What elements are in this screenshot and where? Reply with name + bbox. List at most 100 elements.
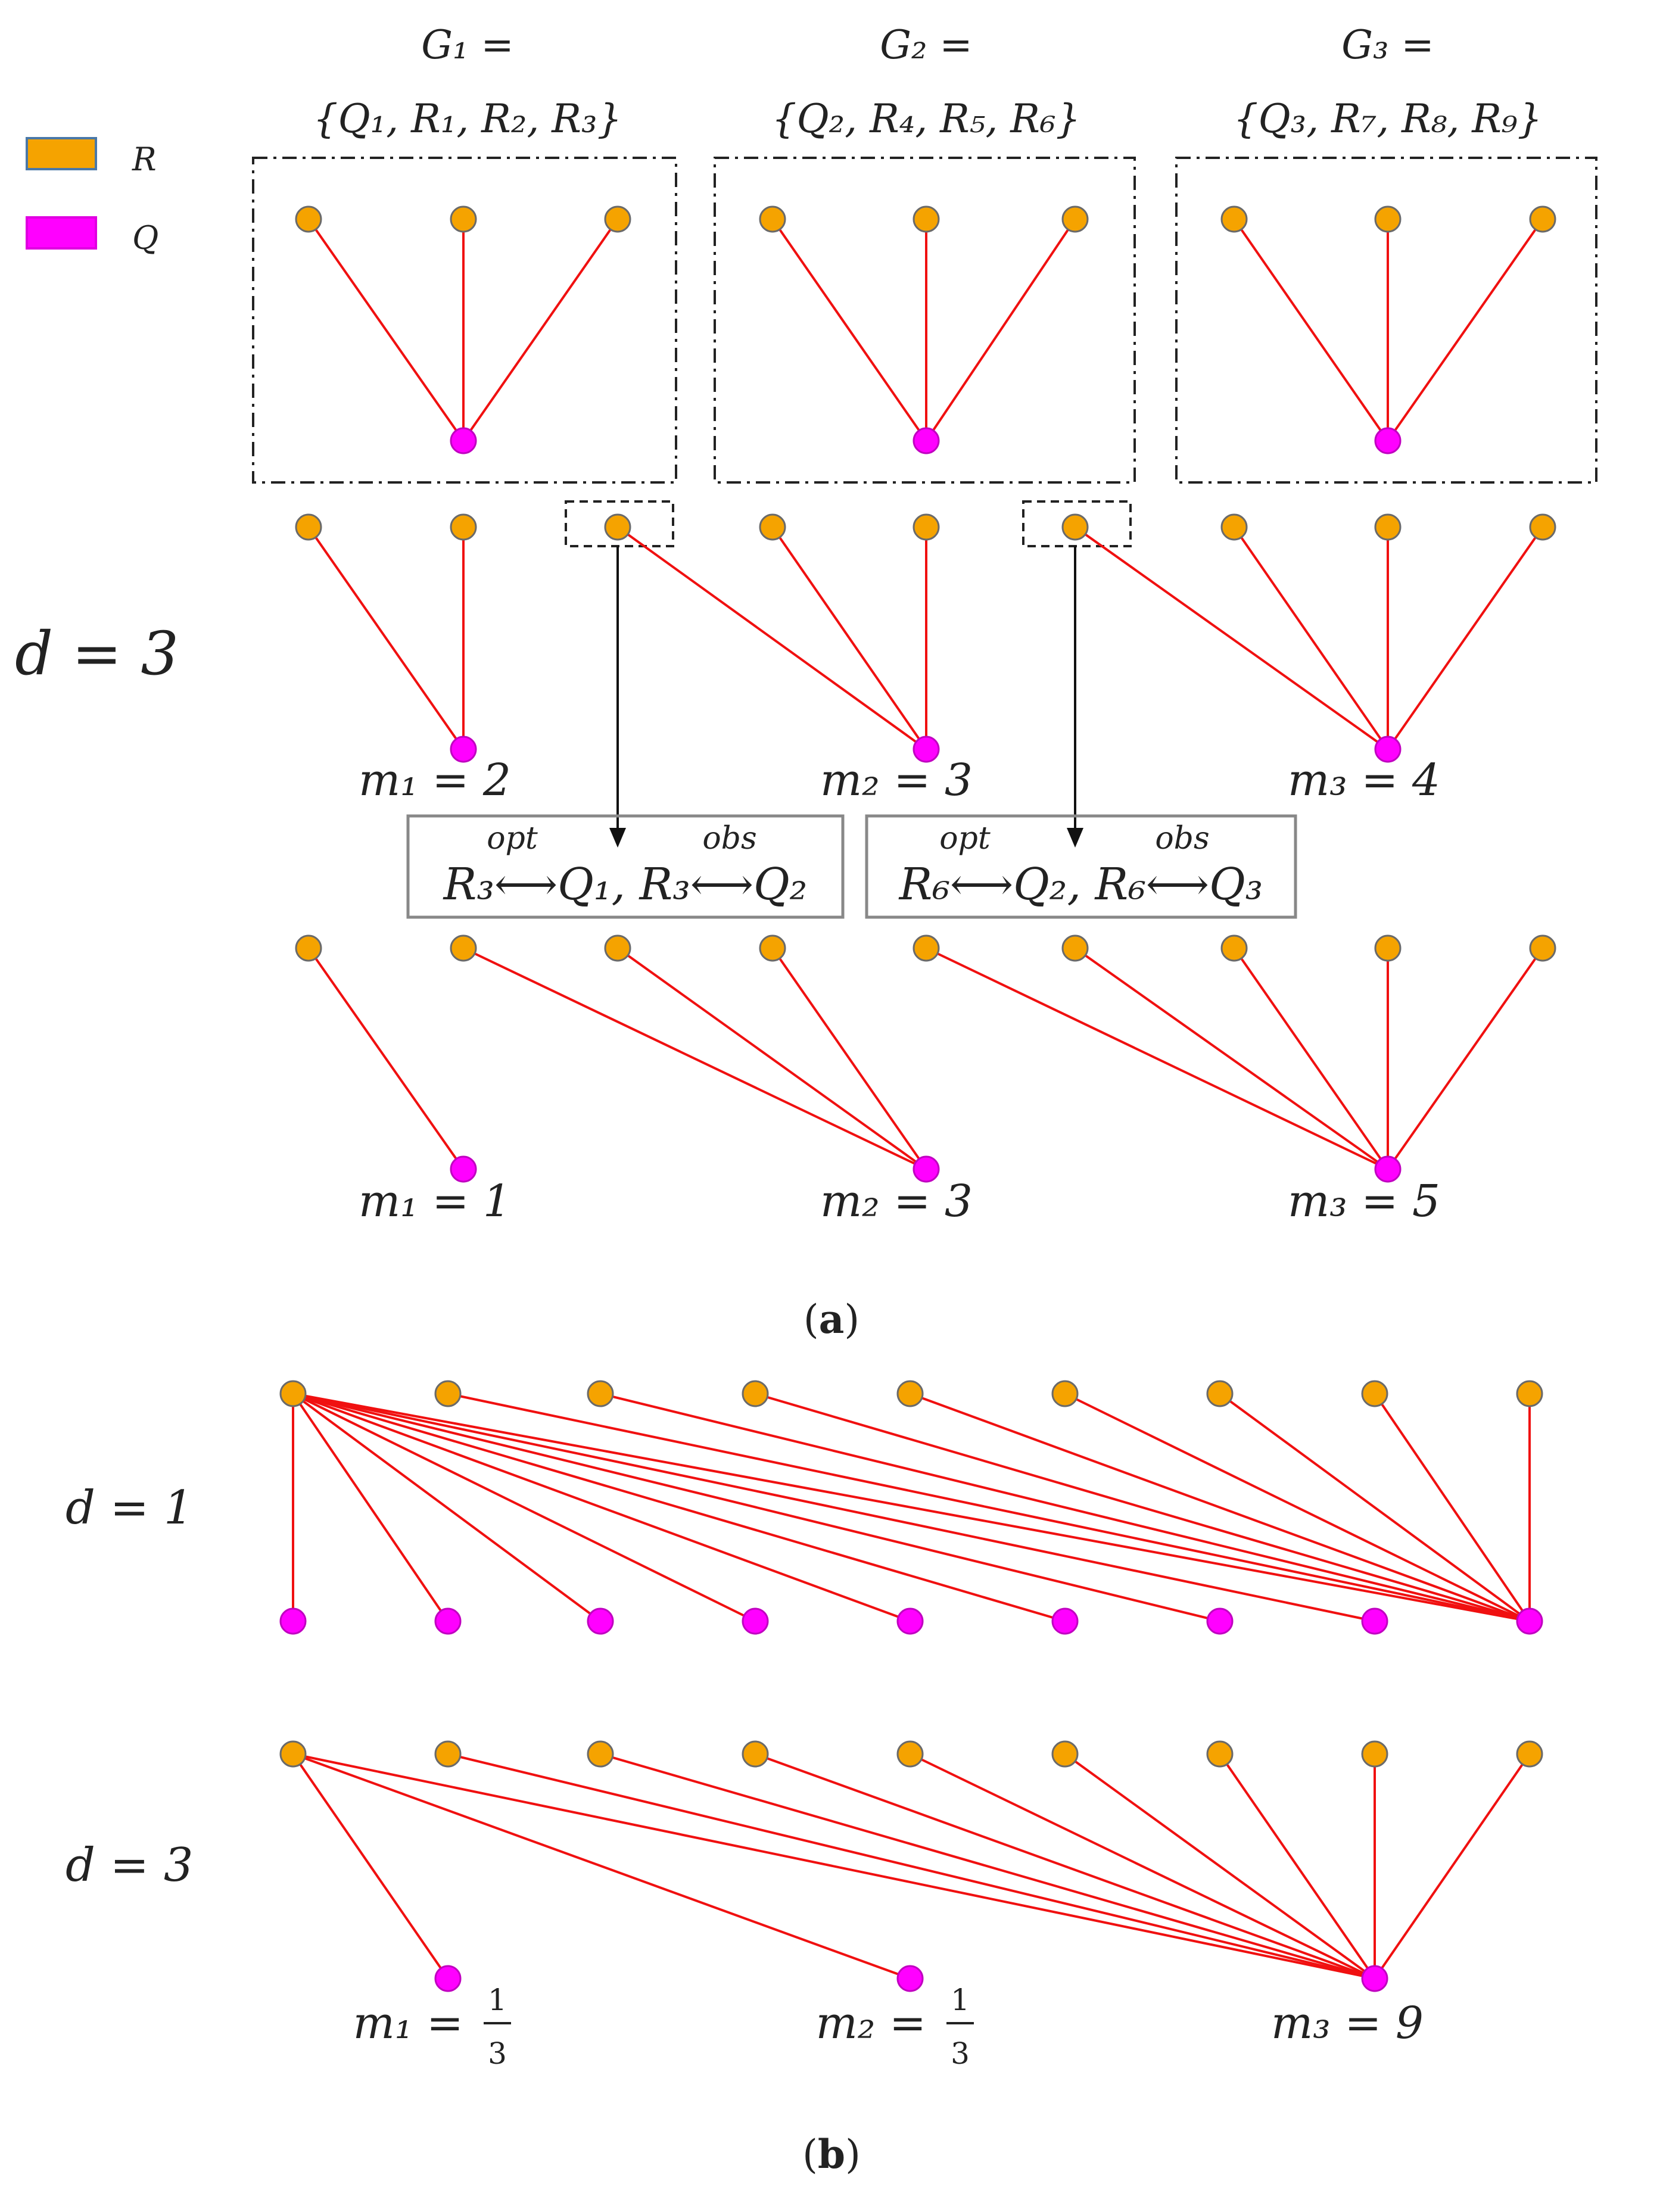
edge [292, 1392, 1375, 1622]
q-node [1374, 1155, 1402, 1183]
r-node [295, 513, 322, 541]
panel-a-bottom-m-labels: m₁ = 1 m₂ = 3 m₃ = 5 [359, 1176, 1440, 1227]
edge [292, 1753, 911, 1980]
edge [1387, 526, 1544, 750]
edge [1064, 1392, 1530, 1622]
q-node [896, 1607, 924, 1635]
legend: R Q [26, 137, 158, 257]
edge [463, 947, 927, 1170]
edge [1387, 218, 1544, 442]
panel-b-caption-letter: b [818, 2131, 845, 2177]
edges-layer [292, 218, 1544, 1980]
r-node [1206, 1380, 1234, 1407]
q-node [1361, 1607, 1388, 1635]
q-node [913, 1155, 940, 1183]
m3-label-mid: m₃ = 4 [1288, 755, 1440, 806]
q-node [450, 427, 477, 454]
r-node [1051, 1380, 1079, 1407]
r-node [279, 1740, 307, 1768]
edge [771, 526, 927, 750]
m1-label-bottom: m₁ = 1 [359, 1176, 511, 1227]
r-node [587, 1380, 614, 1407]
edge [1233, 526, 1389, 750]
r-node [587, 1740, 614, 1768]
r-node [1529, 205, 1556, 233]
panel-b-d3-label: d = 3 [66, 1839, 194, 1892]
q-node [434, 1607, 462, 1635]
edge [292, 1392, 602, 1622]
r-node [759, 513, 786, 541]
edge [1074, 947, 1389, 1170]
r-node [1361, 1380, 1388, 1407]
edge [292, 1392, 449, 1622]
relation-box-1: opt obs R₃⟷Q₁, R₃⟷Q₂ [406, 814, 845, 919]
group-3-title-line2: {Q₃, R₇, R₈, R₉} [1234, 96, 1543, 142]
q-node [1206, 1607, 1234, 1635]
panel-a-caption-letter: a [819, 1296, 845, 1342]
legend-r-swatch [26, 137, 97, 170]
relation-box-1-sup-opt: opt [487, 821, 538, 856]
r-node [896, 1380, 924, 1407]
m1-label-mid: m₁ = 2 [359, 755, 511, 806]
r-node [1361, 1740, 1388, 1768]
panel-a-caption-close: ) [844, 1297, 859, 1342]
edge [600, 1753, 1375, 1980]
relation-box-2-sup-obs: obs [1155, 821, 1209, 856]
edge [292, 1753, 449, 1980]
edge [307, 526, 465, 750]
q-node [913, 736, 940, 763]
edge [307, 947, 465, 1170]
r-node [1061, 934, 1089, 962]
r-node [434, 1380, 462, 1407]
r-node [279, 1380, 307, 1407]
panel-a-caption-open: ( [804, 1297, 819, 1342]
r-node [759, 934, 786, 962]
edge [910, 1753, 1375, 1980]
panel-b-caption: (b) [802, 2131, 861, 2177]
panel-a-caption: (a) [804, 1296, 859, 1342]
relation-box-2-text: R₆⟷Q₂, R₆⟷Q₃ [898, 859, 1263, 910]
r-node [1061, 513, 1089, 541]
edge [307, 218, 465, 442]
panel-b-m-labels: m₁ = 1 3 m₂ = 1 3 m₃ = 9 [353, 1983, 1424, 2071]
edge [755, 1753, 1375, 1980]
q-node [1374, 427, 1402, 454]
q-node [587, 1607, 614, 1635]
r6-arrowhead [1066, 828, 1084, 848]
edge [1219, 1392, 1531, 1622]
q-node [1516, 1607, 1543, 1635]
edge [771, 218, 927, 442]
r-node [434, 1740, 462, 1768]
r-node [295, 934, 322, 962]
relation-box-1-sup-obs: obs [702, 821, 756, 856]
q-node [913, 427, 940, 454]
highlight-boxes [565, 500, 1132, 547]
r-node [1206, 1740, 1234, 1768]
q-node [1051, 1607, 1079, 1635]
group-2-title-line1: G₂ = [880, 22, 972, 68]
r-node [913, 205, 940, 233]
r-node [1516, 1380, 1543, 1407]
r-node [1516, 1740, 1543, 1768]
legend-q-label: Q [132, 219, 158, 257]
panel-b-caption-close: ) [845, 2132, 861, 2177]
edge [616, 526, 927, 750]
r-node [450, 934, 477, 962]
edge [1374, 1392, 1531, 1622]
panel-b-caption-open: ( [802, 2132, 818, 2177]
edge [1233, 947, 1389, 1170]
panel-b-m1-num: 1 [488, 1983, 507, 2017]
edge [292, 1392, 756, 1622]
m2-label-bottom: m₂ = 3 [820, 1176, 973, 1227]
edge [925, 218, 1076, 442]
q-node [896, 1965, 924, 1992]
edge [1387, 947, 1544, 1170]
group-2-box [714, 157, 1136, 484]
edge [1219, 1753, 1376, 1980]
edge [600, 1392, 1530, 1622]
q-node [1374, 736, 1402, 763]
edge [292, 1753, 1375, 1980]
m3-label-bottom: m₃ = 5 [1288, 1176, 1440, 1227]
edge [292, 1392, 1530, 1622]
r-node [450, 205, 477, 233]
